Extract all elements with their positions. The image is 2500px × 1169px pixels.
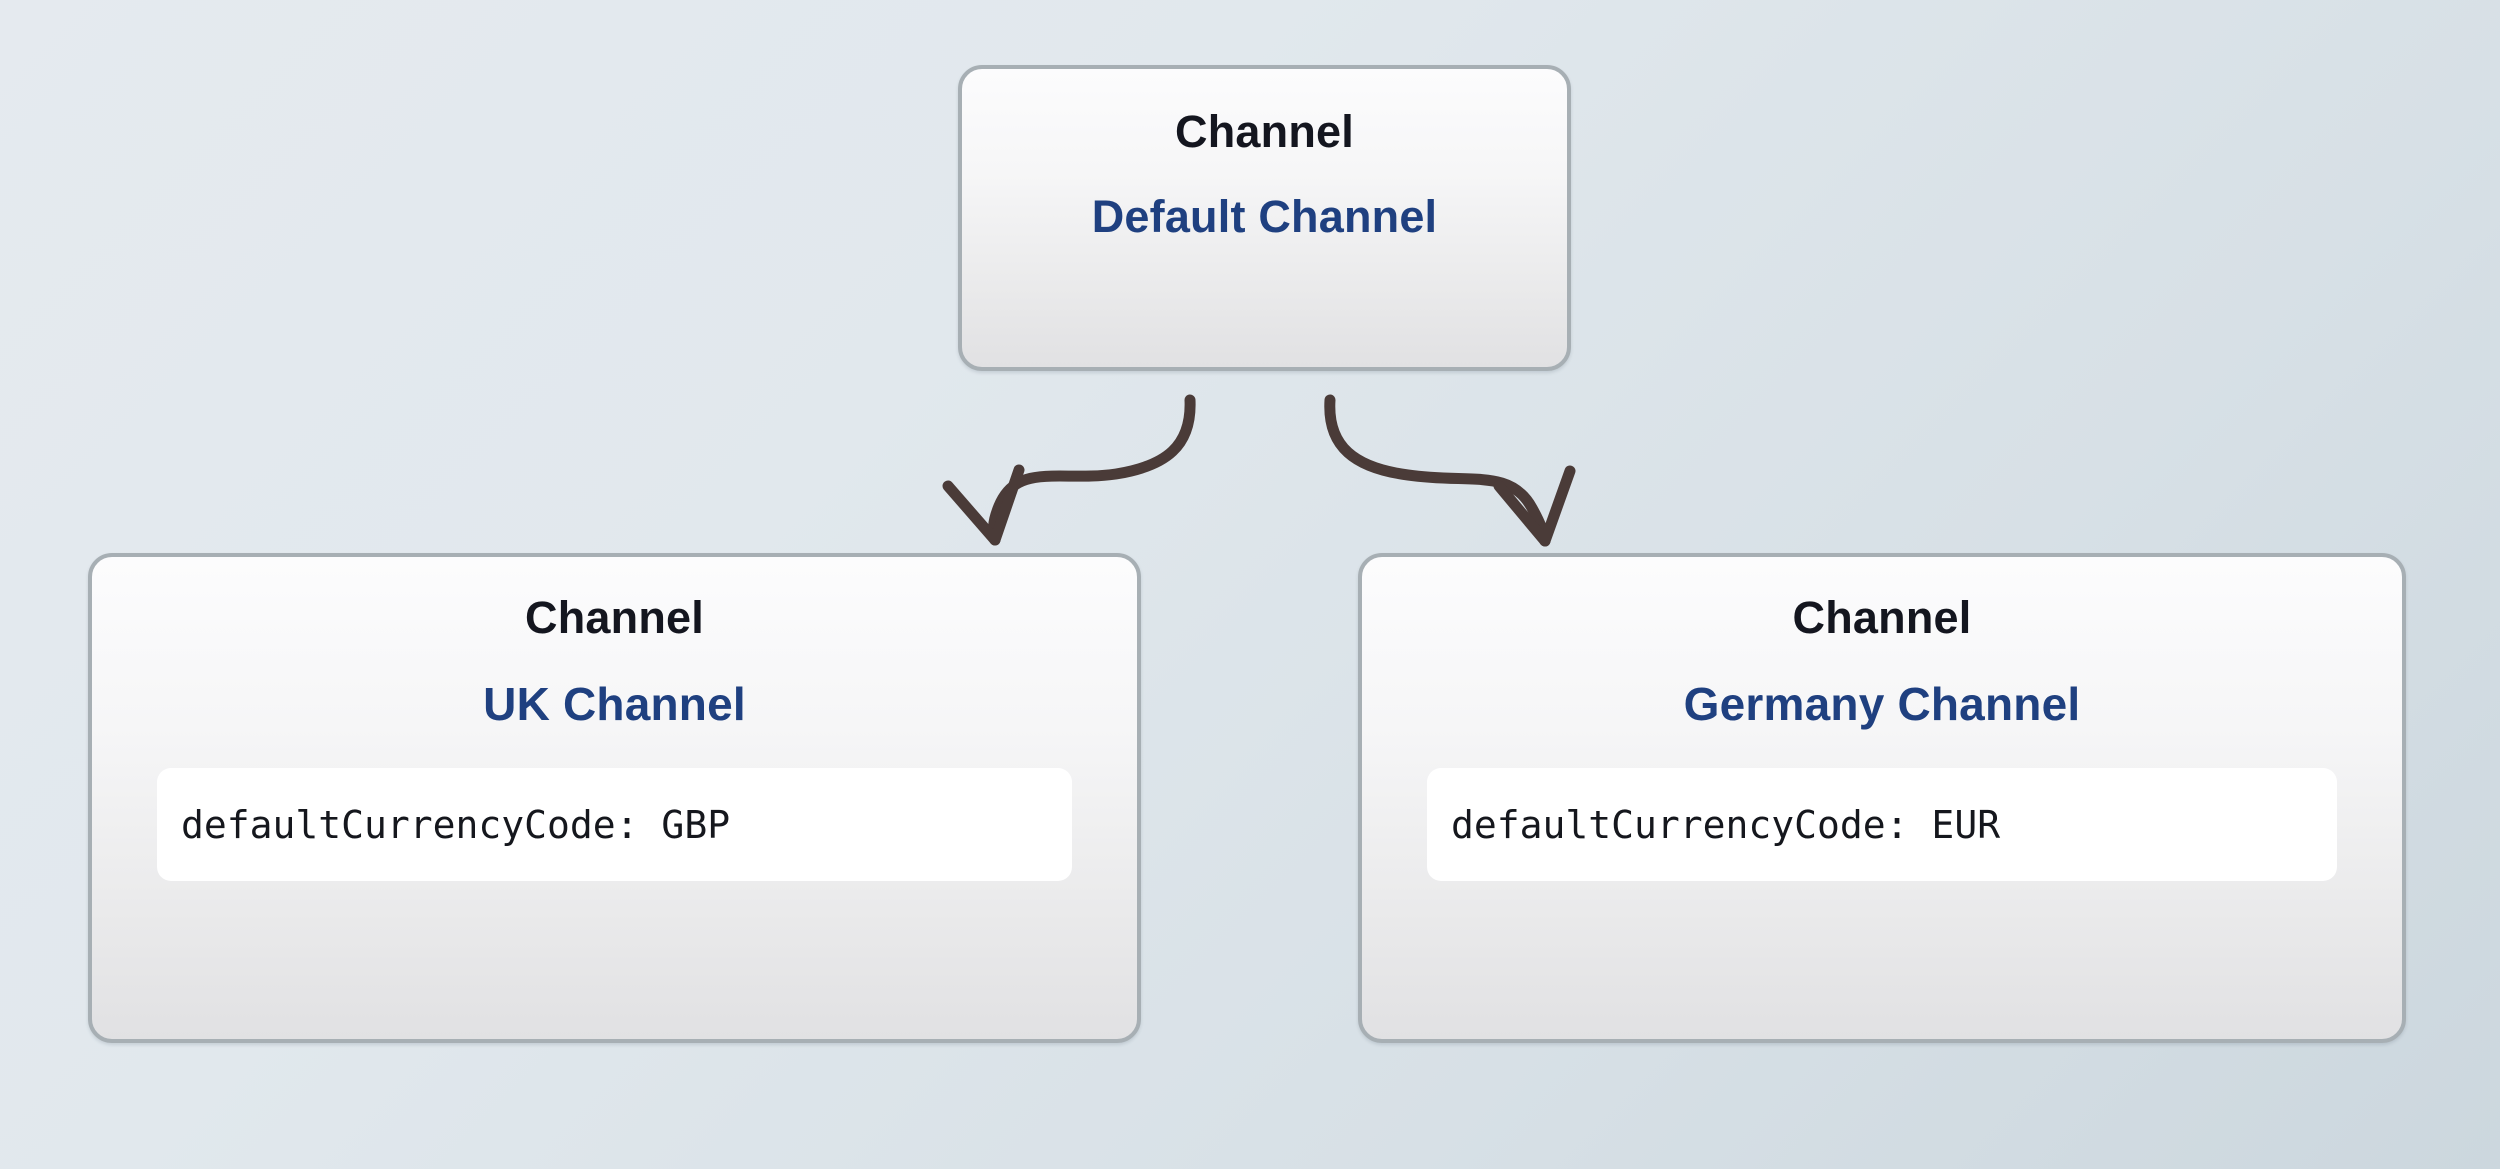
node-uk-channel[interactable]: Channel UK Channel defaultCurrencyCode: … bbox=[88, 553, 1141, 1043]
node-property-chip: defaultCurrencyCode: GBP bbox=[157, 768, 1072, 881]
node-property-chip: defaultCurrencyCode: EUR bbox=[1427, 768, 2337, 881]
edge-root-to-uk bbox=[988, 394, 1196, 546]
node-type-label: Channel bbox=[1792, 592, 1972, 643]
edge-root-to-uk-arrowhead bbox=[942, 464, 1025, 546]
node-type-label: Channel bbox=[525, 592, 704, 643]
node-default-channel[interactable]: Channel Default Channel bbox=[958, 65, 1571, 371]
node-name-label: Default Channel bbox=[1091, 191, 1438, 242]
edge-root-to-germany bbox=[1324, 394, 1551, 547]
edge-root-to-germany-arrowhead bbox=[1493, 465, 1576, 547]
node-name-label: Germany Channel bbox=[1683, 678, 2081, 730]
node-name-label: UK Channel bbox=[483, 678, 746, 730]
node-germany-channel[interactable]: Channel Germany Channel defaultCurrencyC… bbox=[1358, 553, 2406, 1043]
node-type-label: Channel bbox=[1175, 106, 1354, 157]
